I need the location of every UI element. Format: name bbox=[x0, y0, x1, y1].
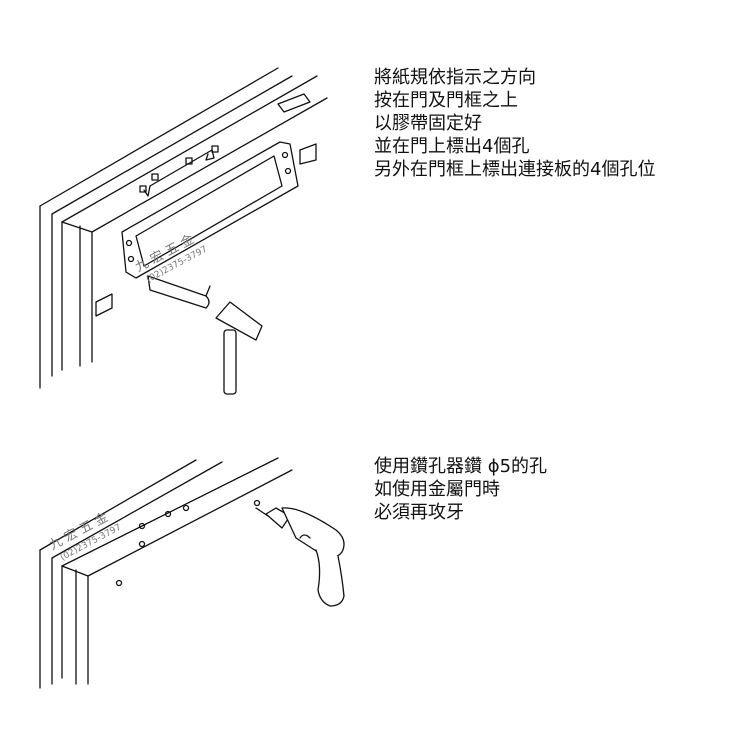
step1-line: 以膠帶固定好 bbox=[374, 113, 482, 134]
watermark-step2: 九 宏 五 金 (02)2375-3797 bbox=[46, 509, 123, 563]
door-frame-step1 bbox=[39, 67, 328, 389]
door-frame-step2 bbox=[39, 457, 293, 689]
hammer-icon bbox=[147, 275, 263, 395]
tape-strip bbox=[95, 93, 317, 317]
step2-instructions: 使用鑽孔器鑽 ϕ5的孔 如使用金屬門時 必須再攻牙 bbox=[374, 455, 547, 524]
step1-line: 將紙規依指示之方向 bbox=[374, 67, 536, 88]
paper-template bbox=[121, 141, 299, 279]
drill-icon bbox=[255, 507, 345, 607]
drill-holes bbox=[115, 499, 261, 587]
step2-line: 使用鑽孔器鑽 ϕ5的孔 bbox=[374, 456, 548, 477]
step1-line: 按在門及門框之上 bbox=[374, 90, 518, 111]
step2-line: 必須再攻牙 bbox=[374, 502, 464, 523]
step1-line: 並在門上標出4個孔 bbox=[374, 136, 530, 157]
step1-line: 另外在門框上標出連接板的4個孔位 bbox=[374, 159, 656, 180]
step1-instructions: 將紙規依指示之方向 按在門及門框之上 以膠帶固定好 並在門上標出4個孔 另外在門… bbox=[374, 66, 655, 181]
step2-line: 如使用金屬門時 bbox=[374, 479, 500, 500]
